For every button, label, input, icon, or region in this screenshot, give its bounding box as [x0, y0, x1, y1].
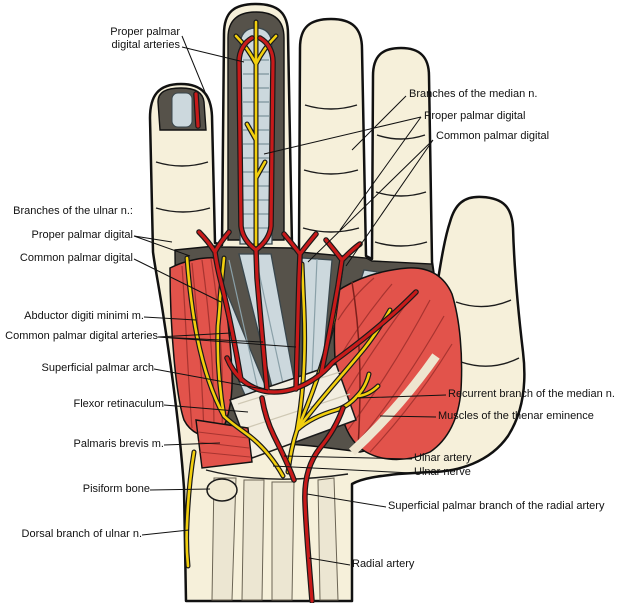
label-dorsal-branch-of-ulnar: Dorsal branch of ulnar n. — [21, 528, 142, 540]
label-flexor-retinaculum: Flexor retinaculum — [73, 398, 164, 410]
label-ulnar-artery: Ulnar artery — [414, 452, 472, 464]
label-ulnar-nerve: Ulnar nerve — [414, 466, 471, 478]
wrist-tendons — [211, 477, 339, 601]
label-ulnar-proper-palmar-digital: Proper palmar digital — [31, 229, 134, 241]
label-branches-of-ulnar: Branches of the ulnar n.: — [13, 205, 133, 217]
wrist-tendon — [211, 477, 237, 601]
wrist-tendon — [241, 479, 265, 601]
label-radial-artery: Radial artery — [352, 558, 415, 570]
leader-lines — [133, 35, 447, 566]
wrist-tendon — [271, 481, 295, 601]
label-thenar-eminence: Muscles of the thenar eminence — [438, 410, 594, 422]
label-superficial-palmar-branch-radial: Superficial palmar branch of the radial … — [388, 500, 605, 512]
label-abductor-digiti-minimi: Abductor digiti minimi m. — [24, 310, 144, 322]
label-median-common-palmar-digital: Common palmar digital — [436, 130, 550, 142]
label-ulnar-common-palmar-digital: Common palmar digital — [19, 252, 133, 264]
label-median-proper-palmar-digital: Proper palmar digital — [424, 110, 526, 122]
thenar-muscles — [333, 267, 463, 461]
label-recurrent-branch-median: Recurrent branch of the median n. — [448, 388, 615, 400]
label-pisiform-bone: Pisiform bone — [82, 483, 150, 495]
wrist-region — [206, 477, 339, 601]
label-common-palmar-digital-arteries: Common palmar digital arteries — [5, 330, 158, 342]
skin-creases — [155, 104, 520, 480]
palmaris-brevis-group — [195, 419, 253, 469]
flexor-pollicis-tendon-band — [348, 353, 440, 456]
thenar-striations — [337, 277, 453, 453]
label-superficial-palmar-arch: Superficial palmar arch — [41, 362, 155, 374]
label-branches-of-median: Branches of the median n. — [409, 88, 538, 100]
little-finger-window-tendon — [171, 92, 193, 128]
tendon-midlines — [228, 253, 379, 404]
label-palmaris-brevis: Palmaris brevis m. — [73, 438, 164, 450]
pisiform-bone-shape — [206, 478, 238, 502]
label-proper-palmar-digital-arteries: Proper palmar digital arteries — [110, 26, 180, 51]
